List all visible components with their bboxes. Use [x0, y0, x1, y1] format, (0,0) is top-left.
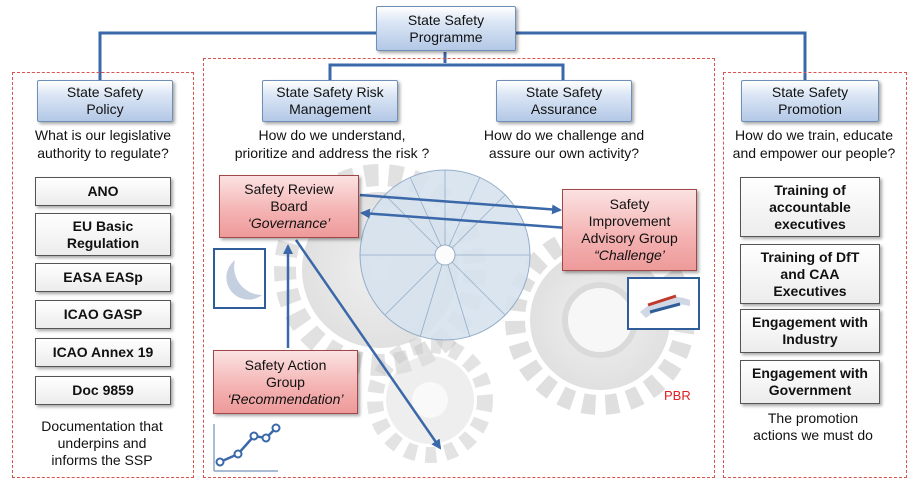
- assurance-header-label: State Safety Assurance: [525, 84, 603, 117]
- safety-review-board-box: Safety Review Board ‘Governance’: [219, 175, 359, 238]
- policy-item: ICAO Annex 19: [35, 338, 171, 367]
- pbr-label: PBR: [664, 388, 691, 403]
- gear-icon: [367, 337, 493, 463]
- policy-item-label: EU Basic Regulation: [66, 217, 140, 251]
- policy-item-label: ANO: [87, 183, 119, 199]
- improvement-group-role: “Challenge’: [594, 247, 665, 263]
- promotion-item: Engagement with Industry: [740, 309, 880, 353]
- promotion-item: Training of accountable executives: [740, 177, 880, 237]
- promotion-note: The promotion actions we must do: [753, 410, 873, 443]
- policy-item: ANO: [35, 177, 171, 206]
- state-safety-programme-box: State Safety Programme: [376, 6, 516, 51]
- policy-item: EU Basic Regulation: [35, 213, 171, 256]
- policy-item-label: ICAO Annex 19: [52, 344, 154, 360]
- policy-header-label: State Safety Policy: [66, 84, 144, 117]
- policy-note: Documentation that underpins and informs…: [41, 418, 163, 468]
- promotion-item: Training of DfT and CAA Executives: [740, 244, 880, 304]
- promotion-question: How do we train, educate and empower our…: [732, 127, 896, 161]
- safety-action-group-box: Safety Action Group ‘Recommendation’: [213, 350, 358, 414]
- assurance-question: How do we challenge and assure our own a…: [483, 127, 645, 161]
- aircraft-thumbnail-icon: [627, 277, 700, 330]
- promotion-header: State Safety Promotion: [741, 80, 879, 122]
- policy-item-label: EASA EASp: [63, 269, 143, 285]
- safety-wheel-chart: [359, 169, 531, 341]
- policy-item-label: ICAO GASP: [63, 306, 143, 322]
- promotion-item: Engagement with Government: [740, 360, 880, 404]
- assurance-header: State Safety Assurance: [496, 80, 632, 122]
- policy-header: State Safety Policy: [37, 80, 173, 122]
- improvement-group-name: Safety Improvement Advisory Group: [581, 196, 678, 246]
- risk-header-label: State Safety Risk Management: [276, 84, 384, 117]
- safety-improvement-group-box: Safety Improvement Advisory Group “Chall…: [562, 189, 697, 271]
- relationship-arrow: [283, 193, 596, 450]
- policy-question: What is our legislative authority to reg…: [34, 127, 172, 161]
- line-chart-icon: [213, 423, 281, 472]
- hierarchy-connector: [98, 31, 807, 80]
- risk-management-header: State Safety Risk Management: [262, 80, 398, 122]
- policy-item: Doc 9859: [35, 376, 171, 405]
- promotion-item-label: Training of DfT and CAA Executives: [760, 248, 860, 299]
- promotion-item-label: Engagement with Industry: [752, 314, 868, 347]
- policy-item: ICAO GASP: [35, 300, 171, 329]
- review-board-name: Safety Review Board: [244, 181, 334, 214]
- policy-item: EASA EASp: [35, 263, 171, 292]
- promotion-header-label: State Safety Promotion: [771, 84, 849, 117]
- risk-question: How do we understand, prioritize and add…: [234, 127, 430, 161]
- action-group-name: Safety Action Group: [244, 356, 327, 390]
- action-group-role: ‘Recommendation’: [227, 390, 344, 407]
- policy-item-label: Doc 9859: [72, 382, 134, 398]
- promotion-item-label: Training of accountable executives: [769, 181, 851, 232]
- review-board-role: ‘Governance’: [247, 215, 331, 231]
- policy-thumbnail-icon: [213, 248, 266, 309]
- promotion-item-label: Engagement with Government: [752, 365, 868, 398]
- programme-label: State Safety Programme: [407, 11, 485, 45]
